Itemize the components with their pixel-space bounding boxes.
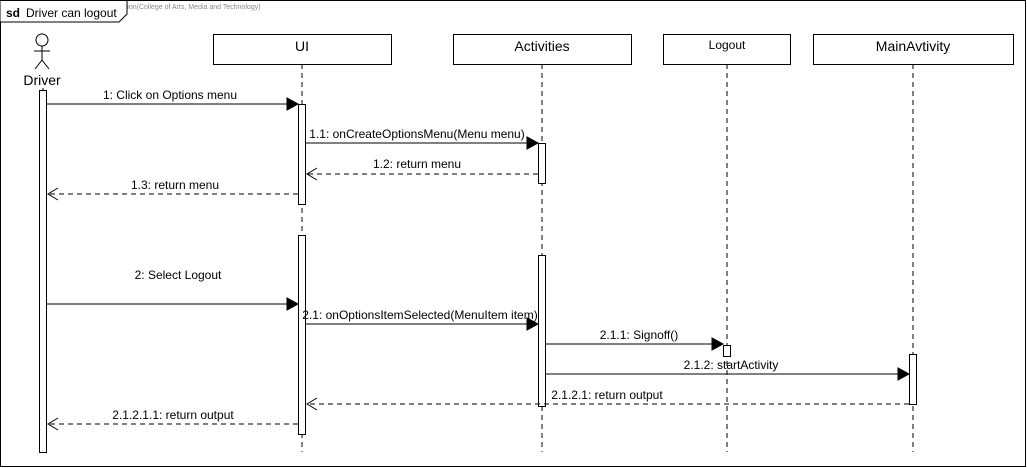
frame-title: Driver can logout	[26, 6, 117, 20]
frame-keyword: sd	[6, 6, 20, 20]
message-2-1-2-1-arrowhead	[306, 397, 318, 411]
watermark: Visual Paradigm for UML Enterprise Editi…	[2, 4, 261, 11]
lifeline-activities-head	[453, 34, 632, 65]
activation-activities-2	[538, 255, 546, 407]
message-1-2-arrowhead	[306, 167, 318, 181]
lifeline-activities-label: Activities	[514, 38, 569, 54]
lifeline-ui-label: UI	[295, 38, 309, 54]
message-2-1-2-arrowhead	[897, 367, 911, 381]
activation-ui-2	[298, 235, 306, 435]
message-1-1-arrowhead	[526, 136, 540, 150]
message-2-arrowhead	[286, 297, 300, 311]
message-2-1-1-arrowhead	[711, 337, 725, 351]
lifeline-logout-head	[663, 34, 791, 65]
message-1-3-arrowhead	[47, 187, 59, 201]
message-2-1-2-label: 2.1.2: startActivity	[684, 358, 779, 372]
message-1-3-label: 1.3: return menu	[131, 178, 219, 192]
lifeline-ui-head	[213, 34, 392, 65]
message-1-1-label: 1.1: onCreateOptionsMenu(Menu menu)	[309, 127, 524, 141]
message-1-arrowhead	[286, 97, 300, 111]
frame-tag	[0, 0, 128, 23]
lifeline-driver-label: Driver	[23, 72, 61, 88]
activation-activities-1	[538, 143, 546, 184]
activation-logout	[723, 345, 731, 357]
activation-main	[909, 354, 917, 405]
message-1-label: 1: Click on Options menu	[103, 88, 237, 102]
message-2-1-2-1-1-arrowhead	[47, 417, 59, 431]
message-2-1-2-1-1-label: 2.1.2.1.1: return output	[112, 408, 234, 422]
actor-driver-icon	[34, 33, 50, 70]
message-2-label: 2: Select Logout	[135, 268, 222, 282]
message-1-2-label: 1.2: return menu	[373, 157, 461, 171]
activation-driver	[39, 90, 47, 453]
lifeline-main-label: MainAvtivity	[876, 38, 950, 54]
message-2-1-2-1-label: 2.1.2.1: return output	[551, 388, 663, 402]
message-2-1-label: 2.1: onOptionsItemSelected(MenuItem item…	[302, 308, 537, 322]
activation-ui-1	[298, 104, 306, 205]
message-2-1-1-label: 2.1.1: Signoff()	[600, 328, 679, 342]
message-2-1-arrowhead	[526, 317, 540, 331]
lifeline-logout-label: Logout	[709, 38, 746, 52]
lifeline-main-head	[813, 34, 1014, 65]
